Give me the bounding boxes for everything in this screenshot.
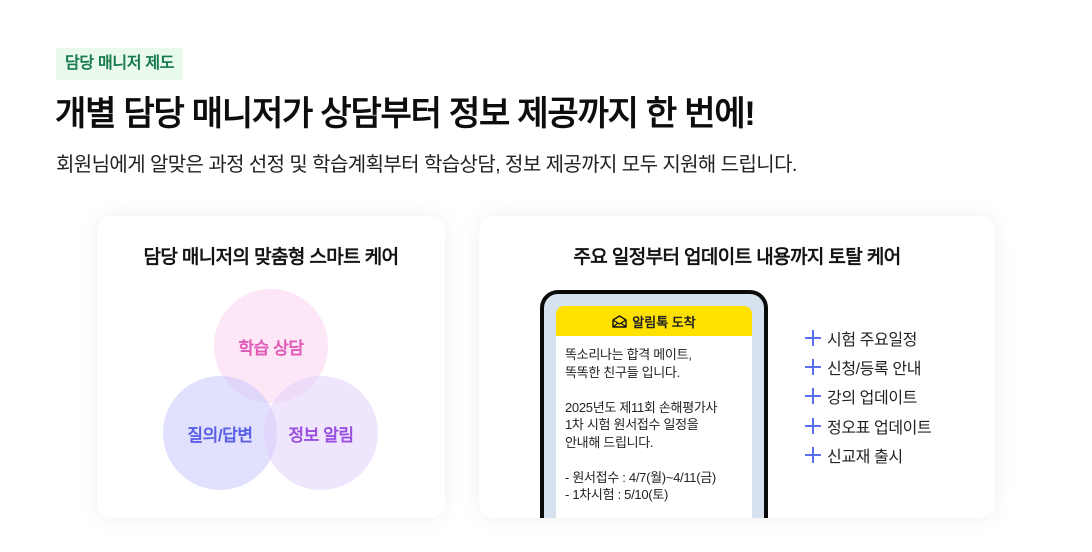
message-line: 똑똑한 친구들 입니다. <box>565 364 680 380</box>
feature-label: 신청/등록 안내 <box>827 360 922 378</box>
message-line: 1차 시험 원서접수 일정을 <box>565 417 699 432</box>
feature-label: 강의 업데이트 <box>827 390 917 408</box>
circle-info-alert: 정보 알림 <box>264 376 378 490</box>
message-line: 2025년도 제11회 손해평가사 <box>565 399 718 415</box>
phone-mockup: 알림톡 도착 똑소리나는 합격 메이트, 똑똑한 친구들 입니다. 2025년도… <box>540 290 768 518</box>
circle-label: 학습 상담 <box>238 338 304 358</box>
section-badge: 담당 매니저 제도 <box>56 48 184 80</box>
feature-list: 시험 주요일정 신청/등록 안내 강의 업데이트 정오표 업데이트 신교재 출시 <box>805 323 932 469</box>
page-subtitle: 회원님에게 알맞은 과정 선정 및 학습계획부터 학습상담, 정보 제공까지 모… <box>56 154 797 176</box>
feature-item: 신청/등록 안내 <box>805 352 931 381</box>
message-line: - 1차시험 : 5/10(토) <box>565 487 669 502</box>
feature-label: 정오표 업데이트 <box>827 419 932 437</box>
feature-item: 강의 업데이트 <box>805 382 931 411</box>
circle-label: 정보 알림 <box>288 425 354 445</box>
plus-icon <box>805 358 821 375</box>
smart-care-card: 담당 매니저의 맞춤형 스마트 케어 학습 상담 질의/답변 정보 알림 <box>97 216 445 518</box>
circle-qna: 질의/답변 <box>163 376 277 490</box>
alimtalk-header: 알림톡 도착 <box>556 306 752 336</box>
total-care-title: 주요 일정부터 업데이트 내용까지 토탈 케어 <box>573 247 901 268</box>
circle-label: 질의/답변 <box>187 425 253 445</box>
envelope-icon <box>612 314 627 328</box>
feature-item: 정오표 업데이트 <box>805 411 932 440</box>
total-care-card: 주요 일정부터 업데이트 내용까지 토탈 케어 알림톡 도착 똑소리나는 합격 … <box>479 216 995 518</box>
feature-item: 신교재 출시 <box>805 440 931 469</box>
message-line: - 원서접수 : 4/7(월)~4/11(금) <box>565 469 716 485</box>
feature-item: 시험 주요일정 <box>805 323 931 352</box>
plus-icon <box>805 388 821 405</box>
plus-icon <box>805 417 821 434</box>
alimtalk-message: 똑소리나는 합격 메이트, 똑똑한 친구들 입니다. 2025년도 제11회 손… <box>556 336 752 518</box>
message-line: 안내해 드립니다. <box>565 434 654 450</box>
alimtalk-header-label: 알림톡 도착 <box>632 314 696 330</box>
smart-care-title: 담당 매니저의 맞춤형 스마트 케어 <box>143 247 399 268</box>
feature-label: 신교재 출시 <box>827 448 903 466</box>
feature-label: 시험 주요일정 <box>827 331 917 349</box>
plus-icon <box>805 329 821 346</box>
plus-icon <box>805 446 821 463</box>
message-line: 똑소리나는 합격 메이트, <box>565 347 692 362</box>
page-title: 개별 담당 매니저가 상담부터 정보 제공까지 한 번에! <box>55 95 756 133</box>
